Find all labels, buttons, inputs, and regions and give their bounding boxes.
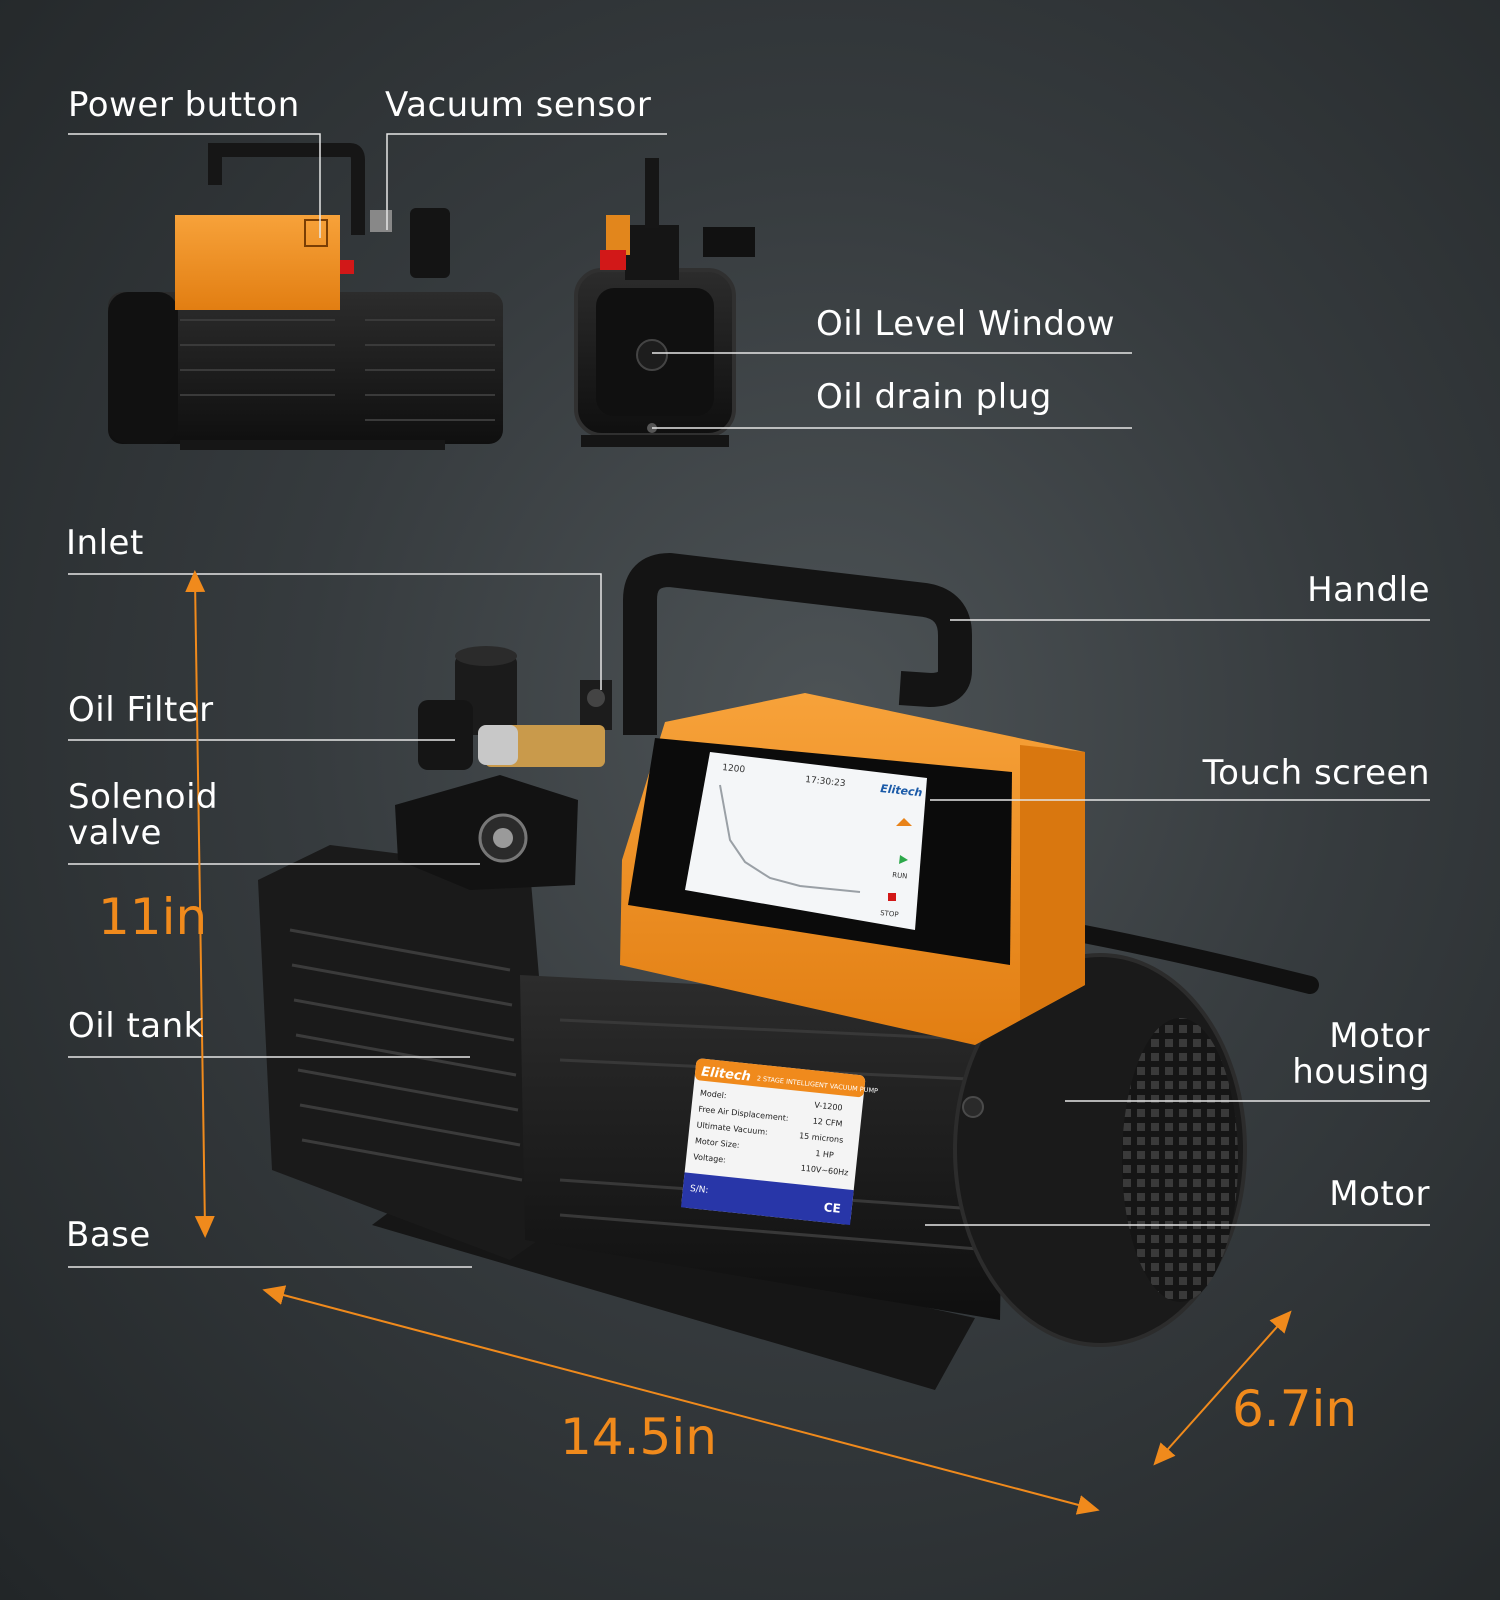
nameplate-brand: Elitech [700,1065,751,1085]
leader-inlet [68,573,602,690]
leader-vacuum-sensor [386,133,667,230]
nameplate-row-value: V-1200 [814,1101,843,1113]
label-oil-filter: Oil Filter [68,690,214,730]
label-base: Base [66,1215,151,1255]
screen-time: 17:30:23 [805,775,846,789]
nameplate-row-value: 12 CFM [812,1117,843,1129]
main-pump: 1200 17:30:23 Elitech RUN STOP [258,553,1319,1390]
label-handle: Handle [1307,570,1430,610]
height-dimension-arrow [185,570,215,1238]
label-motor-housing: Motor housing [1292,1016,1430,1092]
nameplate-ce-mark: CE [823,1200,841,1216]
length-dimension-arrow [262,1285,1100,1515]
end-view-pump [574,158,755,447]
label-oil-level-window: Oil Level Window [816,304,1116,344]
nameplate-row-key: Model: [700,1089,728,1101]
label-power-button: Power button [68,85,300,125]
label-motor: Motor [1329,1174,1430,1214]
label-vacuum-sensor: Vacuum sensor [385,85,652,125]
label-touch-screen: Touch screen [1202,753,1430,793]
screen-brand: Elitech [880,782,923,799]
screen-model-readout: 1200 [722,763,746,775]
dimension-arrows [185,570,1292,1515]
label-oil-tank: Oil tank [68,1006,204,1046]
label-solenoid-valve: Solenoid valve [68,777,219,853]
screen-run: RUN [892,871,908,881]
nameplate-serial: S/N: [689,1184,708,1196]
side-view-pump [108,143,503,450]
nameplate-row-key: Voltage: [693,1152,726,1164]
leader-power-button [68,133,321,238]
nameplate: Elitech 2 STAGE INTELLIGENT VACUUM PUMP … [680,1058,878,1225]
dimension-height: 11in [98,888,208,946]
dimension-length: 14.5in [560,1408,717,1466]
label-oil-drain-plug: Oil drain plug [816,377,1052,417]
dimension-width: 6.7in [1232,1380,1358,1438]
screen-stop: STOP [880,909,899,919]
leader-lines [68,133,1430,1268]
nameplate-row-value: 1 HP [815,1149,834,1160]
width-dimension-arrow [1153,1310,1292,1466]
touch-screen-display: 1200 17:30:23 Elitech RUN STOP [685,752,927,930]
label-inlet: Inlet [66,523,144,563]
